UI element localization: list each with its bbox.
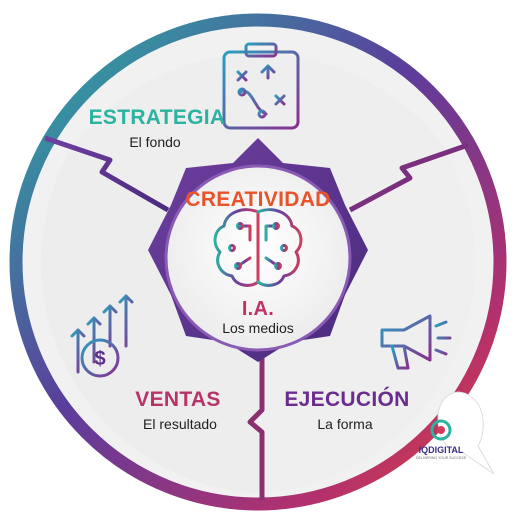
svg-text:$: $ [94,348,105,370]
center-ia: I.A. [241,298,275,320]
center-title: CREATIVIDAD [185,188,331,211]
strategy-clipboard-icon [222,42,300,130]
center-subtitle: Los medios [222,320,294,336]
logo-text: IQDIGITAL [418,445,464,455]
divider-right [348,142,469,213]
segment-ejecucion-title: EJECUCIÓN [284,388,410,411]
segment-estrategia-title: ESTRATEGIA [88,106,226,129]
divider-bottom [247,358,265,500]
logo-tagline: DELIVERING YOUR SUCCESS [415,456,467,460]
logo-bubble [437,391,495,475]
brain-circuit-icon [213,208,303,287]
sales-growth-icon: $ [70,294,134,378]
segment-estrategia-subtitle: El fondo [129,134,181,150]
iqdigital-logo-icon [430,419,452,441]
divider-left [44,135,170,213]
segment-ventas-title: VENTAS [135,388,221,411]
segment-ejecucion-subtitle: La forma [317,416,373,432]
segment-ventas-subtitle: El resultado [143,416,217,432]
megaphone-icon [380,314,452,370]
